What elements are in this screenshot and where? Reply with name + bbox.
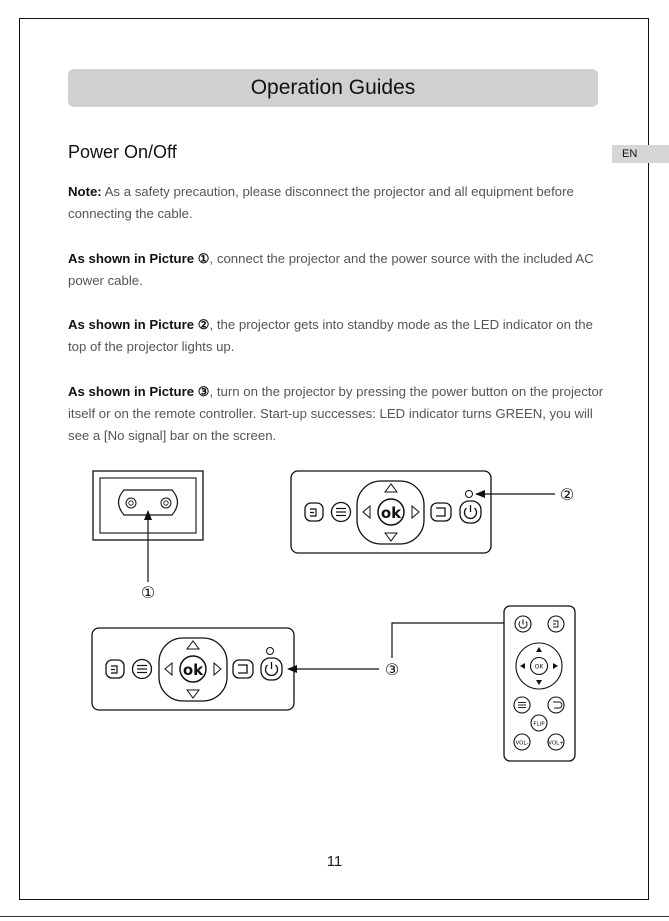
remote-up-arrow-icon [536,647,542,652]
step-2-paragraph: As shown in Picture ②, the projector get… [68,314,608,358]
down-arrow-icon [384,532,398,542]
step-3-label: As shown in Picture ③ [68,384,210,399]
page-number: 11 [326,853,343,870]
ok-button [377,498,405,526]
page-frame [19,18,649,900]
step-3-paragraph: As shown in Picture ③, turn on the proje… [68,381,608,447]
right-arrow-icon [411,504,420,520]
ok-label: ok [183,661,204,679]
input-source-icon [105,659,125,679]
remote-ok-button [529,656,549,676]
projector-panel-power-on: ok [91,627,295,711]
note-paragraph: Note: As a safety precaution, please dis… [68,181,608,225]
input-source-icon [304,502,324,522]
remote-vol-minus-button [513,733,531,751]
power-icon [459,500,482,524]
bottom-rule [0,916,669,917]
step-1-text: , connect the projector and the power so… [68,251,594,288]
dpad-ring [158,637,228,702]
menu-icon [131,658,153,680]
remote-menu-icon [513,696,531,714]
down-arrow-icon [186,689,200,699]
remote-power-icon [514,615,532,633]
remote-input-icon [547,615,565,633]
remote-vol-plus-label: VOL+ [548,741,564,747]
step-2-label: As shown in Picture ② [68,317,210,332]
page-title-bar: Operation Guides [68,69,598,107]
led-indicator [465,490,473,498]
menu-icon [330,501,352,523]
up-arrow-icon [384,483,398,493]
ok-button [179,655,207,683]
page-title: Operation Guides [250,76,416,99]
step-1-paragraph: As shown in Picture ①, connect the proje… [68,248,608,292]
step-3-text: , turn on the projector by pressing the … [68,384,604,443]
section-heading: Power On/Off [68,142,177,162]
remote-ok-label: OK [535,664,545,671]
remote-flip-button [530,714,548,732]
left-arrow-icon [362,504,371,520]
remote-back-icon [547,696,565,714]
callout-1: ① [141,583,155,602]
remote-left-arrow-icon [520,663,525,669]
power-icon [260,657,283,681]
left-arrow-icon [164,661,173,677]
projector-panel-standby: ok [290,470,492,554]
right-arrow-icon [213,661,222,677]
remote-down-arrow-icon [536,680,542,685]
callout-3-arrow-remote [391,619,515,658]
back-icon [232,659,254,679]
remote-vol-minus-label: VOL- [516,741,529,747]
remote-vol-plus-button [547,733,565,751]
step-1-label: As shown in Picture ① [68,251,210,266]
callout-2: ② [560,485,574,504]
note-label: Note: [68,184,102,199]
step-2-text: , the projector gets into standby mode a… [68,317,593,354]
remote-dpad [515,642,563,690]
dpad-ring [356,480,425,545]
callout-3: ③ [385,660,399,679]
back-icon [430,502,452,522]
remote-controller: OK FLIP VOL- VOL+ [503,605,576,762]
remote-right-arrow-icon [553,663,558,669]
remote-flip-label: FLIP [533,722,545,728]
ok-label: ok [381,504,402,522]
up-arrow-icon [186,640,200,650]
led-indicator [266,647,274,655]
note-text: As a safety precaution, please disconnec… [68,184,574,221]
language-tab: EN [612,145,669,163]
